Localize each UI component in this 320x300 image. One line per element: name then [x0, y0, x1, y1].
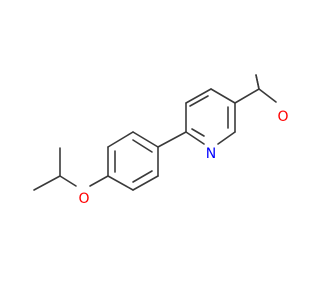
label-background-ether-oxygen — [77, 190, 91, 208]
bond-aryl-ether — [89, 175, 109, 187]
bond-biaryl — [157, 131, 187, 148]
bond-pyridine-2 — [185, 88, 212, 104]
bond-isopropyl-left — [33, 175, 61, 191]
bond-aldehyde-c-o-double-a — [258, 88, 277, 103]
pyridine-nitrogen-label: N — [206, 146, 216, 162]
bond-phenyl-1-inner — [132, 139, 153, 153]
aldehyde-oxygen-label: O — [277, 109, 288, 125]
bond-ether-isopropyl — [59, 175, 77, 187]
ether-oxygen-label: O — [78, 191, 89, 207]
bond-phenyl-2 — [107, 131, 134, 148]
bond-phenyl-5-inner — [132, 170, 153, 183]
label-background-aldehyde-oxygen — [276, 108, 290, 126]
bond-phenyl-4 — [107, 175, 134, 191]
molecule-structure-diagram: O N O — [33, 74, 290, 208]
bond-pyridine-2-inner — [189, 95, 209, 107]
bond-pyridine-1 — [210, 88, 236, 104]
bond-phenyl-5 — [132, 175, 159, 191]
bond-pyridine-5 — [217, 131, 236, 145]
bond-pyridine-4-inner — [191, 128, 205, 137]
bond-phenyl-1 — [132, 131, 159, 148]
bond-aldehyde-c-h — [255, 74, 260, 90]
bond-aldehyde-c-to-ring — [234, 88, 260, 104]
label-background-pyridine-nitrogen — [204, 145, 218, 163]
bond-pyridine-4 — [185, 131, 205, 145]
